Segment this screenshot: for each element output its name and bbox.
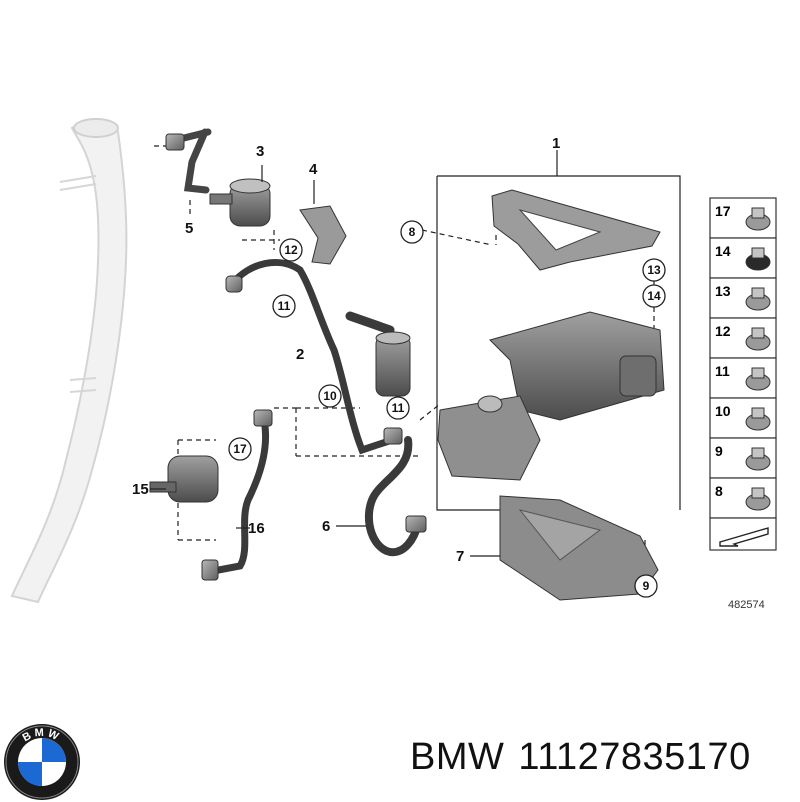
label-5: 5 xyxy=(185,220,193,237)
legend-cell: 17 xyxy=(709,197,777,239)
label-15: 15 xyxy=(132,481,149,498)
fastener-icon xyxy=(745,207,771,231)
fastener-icon xyxy=(745,487,771,511)
label-4: 4 xyxy=(309,161,318,178)
legend-cell: 14 xyxy=(709,237,777,279)
fastener-icon xyxy=(745,367,771,391)
legend-number: 10 xyxy=(715,403,731,419)
svg-text:10: 10 xyxy=(323,389,337,403)
part-6-hose xyxy=(336,436,427,557)
legend-number: 13 xyxy=(715,283,731,299)
circled-callouts: 8 9 10 11 11 12 13 14 xyxy=(228,220,666,598)
legend-cell: 11 xyxy=(709,357,777,399)
circled-11-lower: 11 xyxy=(386,396,410,420)
brand-name: BMW xyxy=(410,736,505,778)
legend-column: 17 14 13 12 11 10 9 8 xyxy=(709,197,777,551)
part-7-shield xyxy=(470,495,659,601)
arrow-icon xyxy=(719,527,769,547)
svg-text:14: 14 xyxy=(647,289,661,303)
part-4-bracket xyxy=(299,180,347,265)
circled-13: 13 xyxy=(642,258,666,282)
legend-cell: 10 xyxy=(709,397,777,439)
circled-14: 14 xyxy=(642,284,666,308)
fastener-icon xyxy=(745,247,771,271)
label-7: 7 xyxy=(456,548,464,565)
svg-text:11: 11 xyxy=(278,299,291,313)
bmw-logo: BMW xyxy=(4,724,80,800)
part-16-hose xyxy=(201,409,273,581)
fastener-icon xyxy=(745,287,771,311)
legend-number: 14 xyxy=(715,243,731,259)
circled-12: 12 xyxy=(279,238,303,262)
pump-assembly xyxy=(437,311,665,481)
legend-cell: 12 xyxy=(709,317,777,359)
svg-text:BMW: BMW xyxy=(21,727,64,745)
legend-number: 17 xyxy=(715,203,731,219)
legend-cell: 13 xyxy=(709,277,777,319)
legend-number: 11 xyxy=(715,363,730,379)
part-11-hose xyxy=(225,259,403,455)
part-3-valve xyxy=(209,165,271,227)
legend-arrow-cell xyxy=(709,517,777,551)
svg-text:9: 9 xyxy=(643,579,650,593)
legend-cell: 8 xyxy=(709,477,777,519)
circled-9: 9 xyxy=(634,574,658,598)
svg-text:11: 11 xyxy=(392,401,405,415)
svg-text:17: 17 xyxy=(233,442,247,456)
part-number: 11127835170 xyxy=(518,736,751,778)
fastener-icon xyxy=(745,407,771,431)
fastener-icon xyxy=(745,447,771,471)
legend-number: 12 xyxy=(715,323,731,339)
label-16: 16 xyxy=(248,520,265,537)
svg-text:12: 12 xyxy=(284,243,298,257)
part-5-pipe xyxy=(165,128,212,194)
fastener-icon xyxy=(745,327,771,351)
assembly-box-1 xyxy=(436,150,681,511)
label-6: 6 xyxy=(322,518,330,535)
part-2-canister xyxy=(345,311,411,397)
reference-number: 482574 xyxy=(728,599,765,611)
footer-caption: BMW 11127835170 xyxy=(410,736,765,779)
circled-10: 10 xyxy=(318,384,342,408)
legend-number: 9 xyxy=(715,443,723,459)
label-2: 2 xyxy=(296,346,304,363)
part-15-valve xyxy=(149,455,219,503)
circled-11-upper: 11 xyxy=(272,294,296,318)
circled-8: 8 xyxy=(400,220,424,244)
circled-17: 17 xyxy=(228,437,252,461)
legend-number: 8 xyxy=(715,483,723,499)
legend-cell: 9 xyxy=(709,437,777,479)
svg-text:8: 8 xyxy=(409,225,416,239)
part-1-bracket xyxy=(491,189,661,271)
label-3: 3 xyxy=(256,143,264,160)
svg-text:13: 13 xyxy=(647,263,661,277)
label-1: 1 xyxy=(552,135,560,152)
callout-labels: 1 2 3 4 5 6 7 15 16 xyxy=(132,135,560,565)
filler-neck-ghost xyxy=(10,118,128,604)
